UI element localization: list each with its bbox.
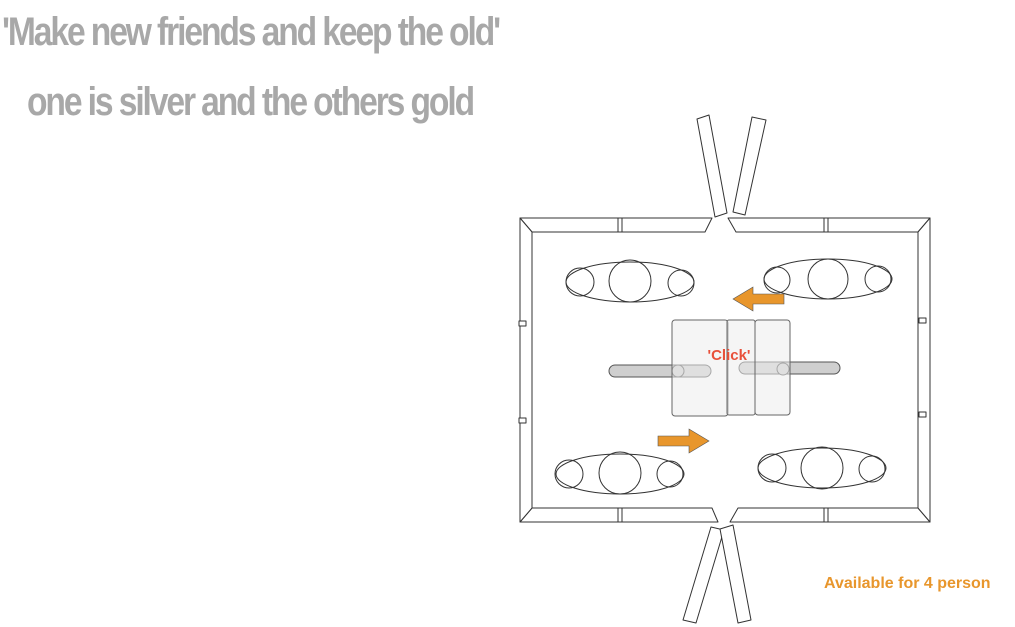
quote-line-2: one is silver and the others gold <box>27 80 475 124</box>
availability-caption: Available for 4 person <box>824 575 991 592</box>
seating-bottom-left <box>554 451 685 495</box>
wall-top-left <box>519 217 713 233</box>
entrance-door-bottom-right <box>719 524 752 624</box>
seating-top-right <box>763 258 893 300</box>
arrow-right-icon <box>657 428 710 454</box>
click-label: 'Click' <box>708 347 751 364</box>
wall-left <box>519 217 533 523</box>
entrance-door-top-left <box>696 114 728 218</box>
quote-line-1: 'Make new friends and keep the old' <box>2 10 501 54</box>
sliding-door-panel-middle <box>726 319 756 416</box>
sliding-door-panel-left <box>671 319 729 417</box>
wall-bottom-right <box>729 507 931 523</box>
seating-bottom-right <box>757 446 887 490</box>
entrance-door-bottom-left <box>682 526 725 624</box>
sliding-door-panel-right <box>754 319 791 416</box>
seating-top-left <box>565 259 695 303</box>
entrance-door-top-right <box>732 116 767 216</box>
wall-joints <box>518 217 927 523</box>
wall-right <box>917 217 931 523</box>
wall-top-right <box>727 217 931 233</box>
arrow-left-icon <box>732 286 785 312</box>
